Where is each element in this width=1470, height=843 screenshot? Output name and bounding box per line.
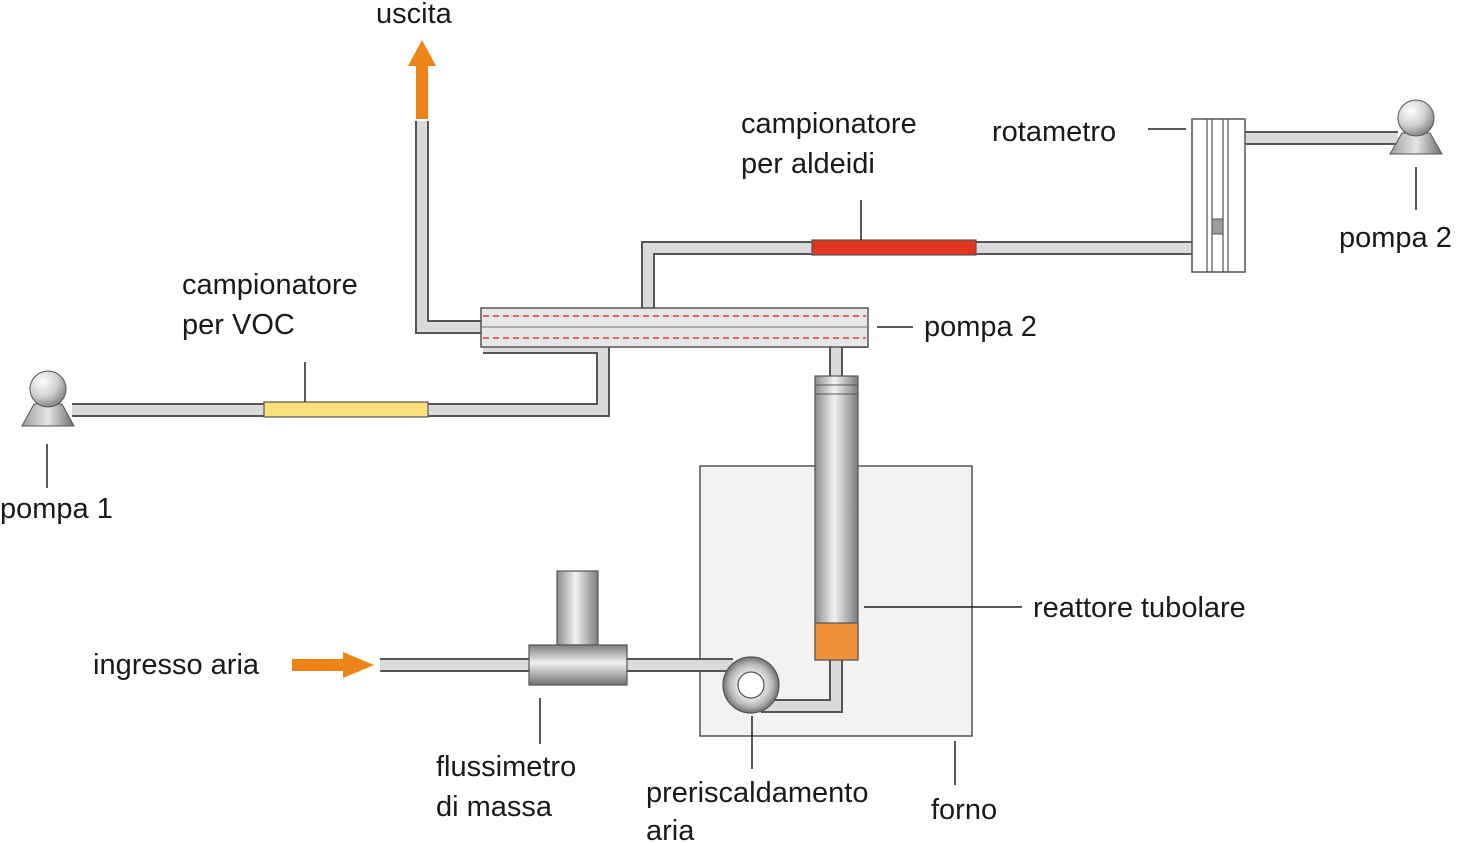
voc-sampler (263, 401, 429, 418)
label-preriscaldamento-line1: preriscaldamento (646, 777, 868, 809)
label-preriscaldamento-line2: aria (646, 815, 695, 843)
leader-lines (46, 128, 1417, 785)
outlet-arrow (408, 40, 436, 119)
label-campionatore-voc-line2: per VOC (182, 309, 295, 341)
air-preheater-coil (722, 656, 780, 714)
air-inlet-arrow (292, 652, 374, 678)
label-campionatore-voc-line1: campionatore (182, 269, 358, 301)
label-pompa-2-right: pompa 2 (1339, 222, 1452, 254)
label-ingresso-aria: ingresso aria (93, 649, 260, 681)
label-pompa-2-middle: pompa 2 (924, 311, 1037, 343)
label-pompa-1: pompa 1 (0, 493, 113, 525)
pump-1 (21, 370, 75, 427)
label-campionatore-aldeidi-line1: campionatore (741, 108, 917, 140)
label-forno: forno (931, 794, 997, 826)
pump-2 (1389, 99, 1443, 155)
tubular-reactor (814, 375, 859, 661)
label-flussimetro-line2: di massa (436, 791, 553, 823)
label-uscita: uscita (376, 0, 453, 30)
mass-flow-meter (528, 570, 628, 686)
label-rotametro: rotametro (992, 116, 1116, 148)
label-flussimetro-line1: flussimetro (436, 751, 576, 783)
rotameter (1191, 118, 1246, 273)
label-campionatore-aldeidi-line2: per aldeidi (741, 148, 875, 180)
aldehyde-sampler (811, 239, 977, 256)
label-reattore-tubolare: reattore tubolare (1033, 592, 1246, 624)
heat-exchanger (480, 307, 869, 348)
